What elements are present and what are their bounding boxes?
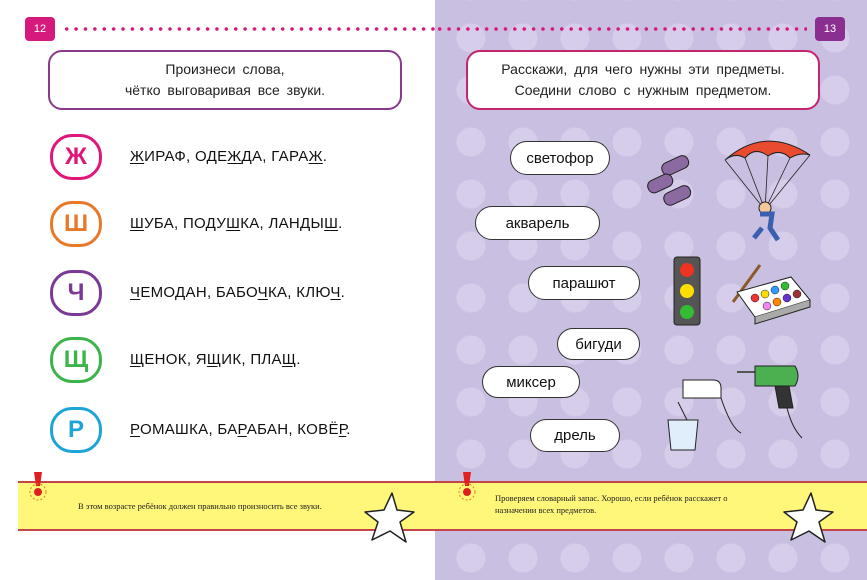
word-text: ИК, ПЛА <box>221 351 282 368</box>
exclamation-icon <box>458 472 476 501</box>
word-cloud-mikser[interactable]: миксер <box>482 366 580 398</box>
parent-note: Проверяем словарный запас. Хорошо, если … <box>495 493 728 515</box>
dotted-divider <box>435 27 807 31</box>
exclamation-icon <box>29 472 47 501</box>
word-text: . <box>322 148 328 165</box>
page-number: 13 <box>815 17 845 41</box>
word-text: . <box>340 284 346 301</box>
right-page: 13 Расскажи, для чего нужны эти предметы… <box>435 0 867 580</box>
word-list: ШУБА, ПОДУШКА, ЛАНДЫШ. <box>130 215 343 232</box>
word-list: ЩЕНОК, ЯЩИК, ПЛАЩ. <box>130 351 301 368</box>
highlighted-sound: Щ <box>281 351 297 368</box>
word-text: КА, КЛЮ <box>267 284 331 301</box>
instruction-line: чётко выговаривая все звуки. <box>124 82 326 98</box>
star-icon <box>364 492 415 543</box>
word-list: РОМАШКА, БАРАБАН, КОВЁР. <box>130 421 351 438</box>
word-cloud-akvarel[interactable]: акварель <box>475 206 600 240</box>
watercolor-paints-icon <box>731 264 811 325</box>
sound-letter-badge: Ч <box>50 270 102 316</box>
star-icon <box>783 492 834 543</box>
word-text: ЕМОДАН, БАБО <box>140 284 258 301</box>
highlighted-sound: Р <box>237 421 247 438</box>
word-cloud-parashyut[interactable]: парашют <box>528 266 640 300</box>
highlighted-sound: Ч <box>257 284 268 301</box>
word-text: УБА, ПОДУ <box>144 215 227 232</box>
traffic-light-icon <box>673 256 701 326</box>
word-text: ОМАШКА, БА <box>139 421 238 438</box>
sound-letter-badge: Ш <box>50 201 102 247</box>
word-list: ЖИРАФ, ОДЕЖДА, ГАРАЖ. <box>130 148 327 165</box>
note-band <box>18 481 435 531</box>
instruction-line: Произнеси слова, <box>165 61 285 77</box>
highlighted-sound: Ж <box>130 148 145 165</box>
dotted-divider <box>62 27 435 31</box>
highlighted-sound: Ч <box>130 284 141 301</box>
highlighted-sound: Щ <box>206 351 222 368</box>
word-text: ЕНОК, Я <box>144 351 207 368</box>
instruction-line: Расскажи, для чего нужны эти предметы. <box>501 61 785 77</box>
mixer-icon <box>667 379 742 451</box>
highlighted-sound: Р <box>130 421 140 438</box>
word-text: АБАН, КОВЁ <box>246 421 339 438</box>
word-cloud-svetofor[interactable]: светофор <box>510 141 610 175</box>
parachute-icon <box>724 140 811 242</box>
highlighted-sound: Р <box>338 421 347 438</box>
word-cloud-drel[interactable]: дрель <box>530 419 620 452</box>
left-page: 12 Произнеси слова, чётко выговаривая вс… <box>18 17 435 543</box>
note-band <box>435 481 867 531</box>
highlighted-sound: Ш <box>130 215 145 232</box>
instruction-box: Расскажи, для чего нужны эти предметы. С… <box>466 50 820 110</box>
word-text: КА, ЛАНДЫ <box>240 215 325 232</box>
sound-letter-badge: Щ <box>50 337 102 383</box>
word-text: ИРАФ, ОДЕ <box>144 148 228 165</box>
word-cloud-bigudi[interactable]: бигуди <box>557 328 640 360</box>
highlighted-sound: Ш <box>324 215 339 232</box>
word-text: ДА, ГАРА <box>241 148 309 165</box>
page-number: 12 <box>25 17 55 41</box>
word-text: . <box>346 421 351 438</box>
word-text: . <box>338 215 343 232</box>
instruction-box: Произнеси слова, чётко выговаривая все з… <box>48 50 402 110</box>
highlighted-sound: Ж <box>308 148 323 165</box>
highlighted-sound: Ч <box>330 284 341 301</box>
highlighted-sound: Ж <box>227 148 242 165</box>
highlighted-sound: Щ <box>130 351 145 368</box>
hair-curlers-icon <box>647 155 692 206</box>
sound-letter-badge: Р <box>50 407 102 453</box>
parent-note: В этом возрасте ребёнок должен правильно… <box>78 501 322 511</box>
highlighted-sound: Ш <box>226 215 241 232</box>
sound-letter-badge: Ж <box>50 134 102 180</box>
word-text: . <box>296 351 301 368</box>
drill-icon <box>737 365 803 439</box>
instruction-line: Соедини слово с нужным предметом. <box>514 82 772 98</box>
word-list: ЧЕМОДАН, БАБОЧКА, КЛЮЧ. <box>130 284 345 301</box>
